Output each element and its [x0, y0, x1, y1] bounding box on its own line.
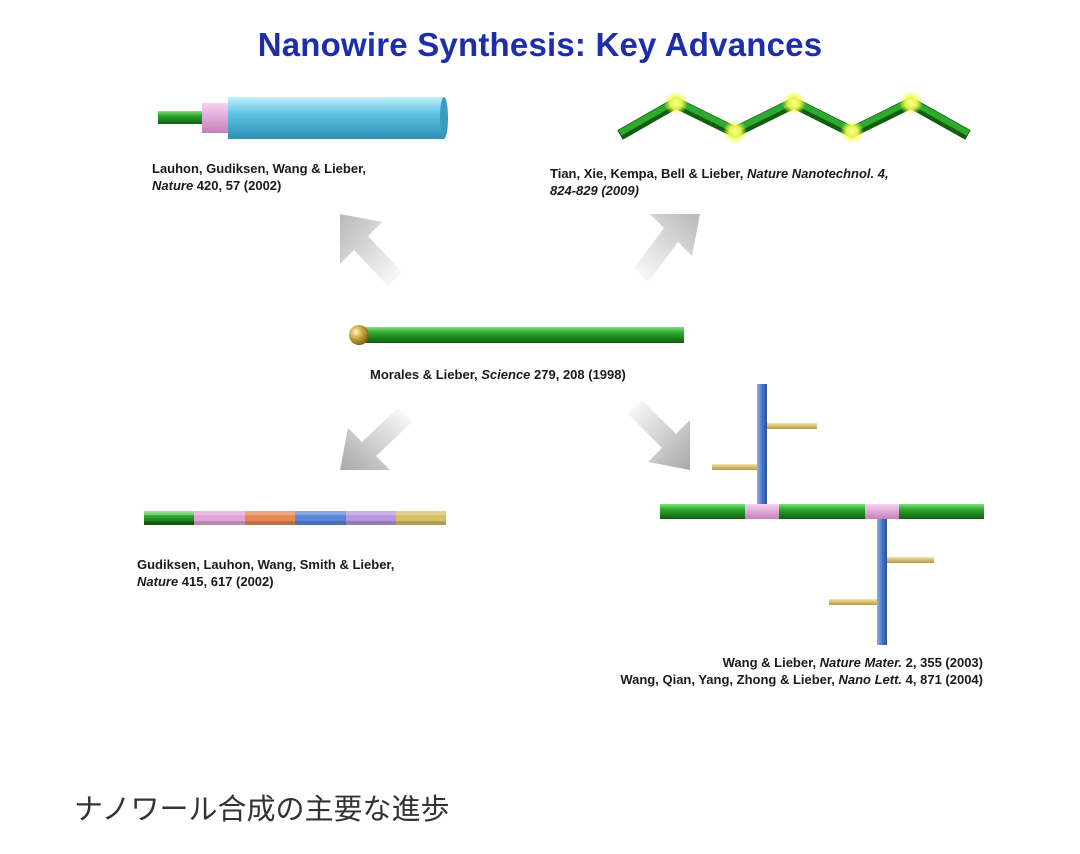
citation-superlattice: Gudiksen, Lauhon, Wang, Smith & Lieber, …: [137, 556, 394, 590]
citation-authors: Wang & Lieber,: [722, 655, 820, 670]
segment-pink: [194, 511, 245, 525]
kink-glow: [840, 120, 864, 144]
kink-glow: [664, 91, 688, 115]
kinked-nanowire: [617, 91, 971, 144]
segment-lilac: [346, 511, 396, 525]
citation-branched: Wang & Lieber, Nature Mater. 2, 355 (200…: [620, 654, 983, 688]
citation-journal: Nature: [137, 574, 179, 589]
superlattice-nanowire: [144, 511, 446, 525]
citation-line-1: Tian, Xie, Kempa, Bell & Lieber, Nature …: [550, 165, 889, 182]
citation-volume: 279, 208 (1998): [530, 367, 626, 382]
segment-green: [144, 511, 194, 525]
citation-authors: Morales & Lieber,: [370, 367, 482, 382]
arrow-down-right: [628, 400, 690, 470]
citation-journal: Nature Mater.: [819, 655, 903, 670]
citation-kinked: Tian, Xie, Kempa, Bell & Lieber, Nature …: [550, 165, 889, 199]
citation-core-shell: Lauhon, Gudiksen, Wang & Lieber, Nature …: [152, 160, 366, 194]
citation-volume: 415, 617 (2002): [178, 574, 274, 589]
lower-sub-branch-left: [829, 599, 877, 605]
upper-sub-branch-left: [712, 464, 757, 470]
lower-branch: [877, 519, 887, 645]
lower-sub-branch-right: [887, 557, 934, 563]
citation-line: Morales & Lieber, Science 279, 208 (1998…: [370, 366, 626, 383]
citation-journal: Nature: [152, 178, 194, 193]
catalyst-particle: [349, 325, 369, 345]
upper-sub-branch-right: [767, 423, 817, 429]
citation-reference: Nature 415, 617 (2002): [137, 573, 394, 590]
citation-reference: Nature 420, 57 (2002): [152, 177, 366, 194]
citation-volume: 420, 57 (2002): [193, 178, 282, 193]
core-interface-segment: [202, 103, 230, 133]
citation-pages: 824-829 (2009): [550, 183, 639, 198]
image-caption: ナノワール合成の主要な進歩: [74, 792, 450, 826]
arrow-up-left: [340, 214, 402, 286]
citation-volume: 4, 871 (2004): [902, 672, 983, 687]
citation-volume: 2, 355 (2003): [902, 655, 983, 670]
core-wire-segment: [158, 111, 204, 124]
citation-authors: Lauhon, Gudiksen, Wang & Lieber,: [152, 161, 367, 176]
central-wire: [356, 327, 684, 343]
shell-segment: [228, 97, 444, 139]
shell-end-cap: [440, 97, 448, 139]
segment-orange: [245, 511, 295, 525]
citation-line-2: Wang, Qian, Yang, Zhong & Lieber, Nano L…: [620, 671, 983, 688]
citation-authors: Tian, Xie, Kempa, Bell & Lieber,: [550, 166, 747, 181]
arrow-down-left: [340, 408, 412, 470]
segment-gold: [396, 511, 446, 525]
arrow-up-right: [634, 214, 700, 282]
segment-blue: [295, 511, 346, 525]
upper-branch: [757, 384, 767, 510]
citation-journal: Science: [481, 367, 531, 382]
citation-authors: Gudiksen, Lauhon, Wang, Smith & Lieber,: [137, 557, 395, 572]
branch-junction: [745, 504, 779, 519]
core-shell-nanowire: [158, 97, 448, 139]
branch-junction: [865, 504, 899, 519]
citation-central: Morales & Lieber, Science 279, 208 (1998…: [370, 366, 626, 383]
citation-line-1: Wang & Lieber, Nature Mater. 2, 355 (200…: [620, 654, 983, 671]
citation-authors: Wang, Qian, Yang, Zhong & Lieber,: [620, 672, 839, 687]
citation-journal: Nano Lett.: [838, 672, 903, 687]
branched-nanowire: [660, 384, 984, 645]
page-title: Nanowire Synthesis: Key Advances: [257, 26, 823, 63]
kink-glow: [782, 91, 806, 115]
kink-glow: [723, 120, 747, 144]
backbone-wire: [660, 504, 984, 519]
citation-journal: Nature Nanotechnol. 4,: [747, 166, 889, 181]
kink-glow: [899, 91, 923, 115]
central-nanowire: [349, 325, 684, 345]
